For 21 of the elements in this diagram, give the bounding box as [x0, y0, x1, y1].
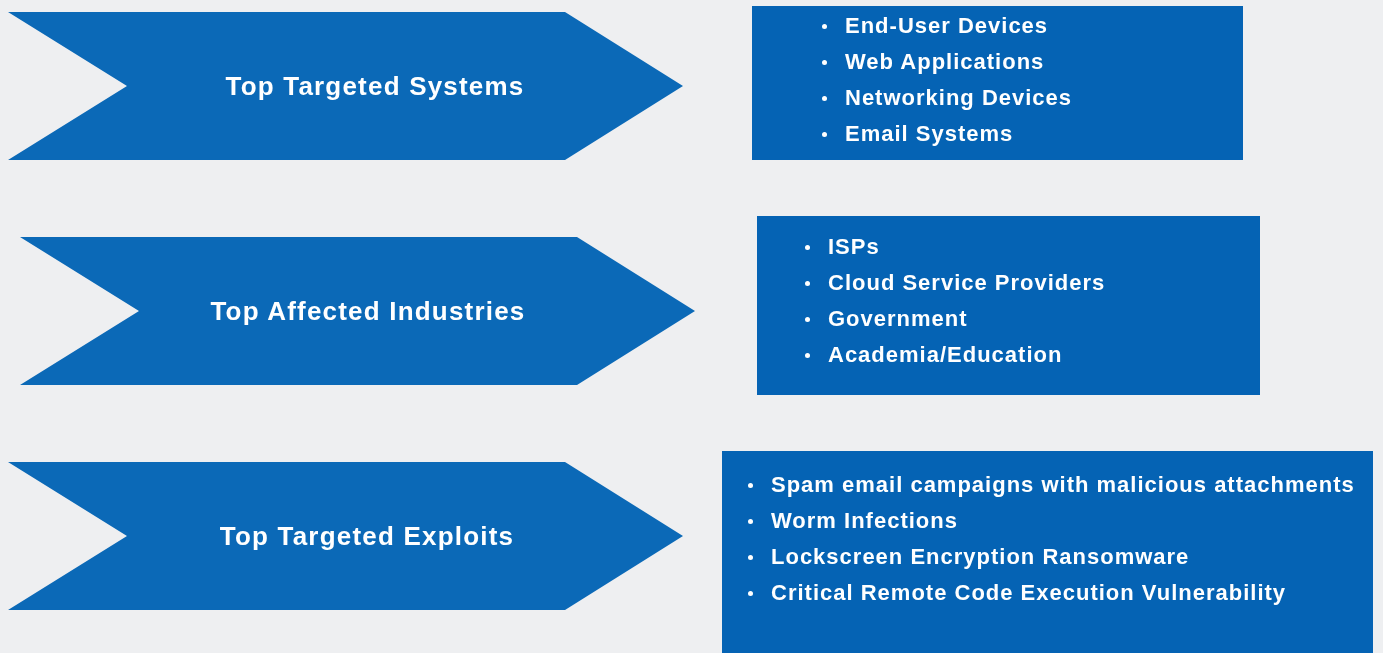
- list-item: End-User Devices: [822, 8, 1232, 44]
- chevron-shape: [8, 462, 683, 610]
- list-box: [757, 216, 1260, 395]
- list-box: [752, 6, 1243, 160]
- list-item: Worm Infections: [748, 503, 1368, 539]
- chevron-shape: [20, 237, 695, 385]
- list-item: Academia/Education: [805, 337, 1245, 373]
- chevron-label: Top Targeted Exploits: [219, 520, 515, 552]
- list-item: Email Systems: [822, 116, 1232, 152]
- list-item: Critical Remote Code Execution Vulnerability: [748, 575, 1368, 611]
- list-item: Lockscreen Encryption Ransomware: [748, 539, 1368, 575]
- list-item: Cloud Service Providers: [805, 265, 1245, 301]
- list-item: ISPs: [805, 229, 1245, 265]
- list-item: Spam email campaigns with malicious attachments: [748, 467, 1368, 503]
- list-item: Networking Devices: [822, 80, 1232, 116]
- chevron-shape: [8, 12, 683, 160]
- list-item: Government: [805, 301, 1245, 337]
- chevron-label: Top Targeted Systems: [225, 70, 525, 102]
- list-item: Web Applications: [822, 44, 1232, 80]
- list-box: [722, 451, 1373, 653]
- chevron-label: Top Affected Industries: [210, 295, 526, 327]
